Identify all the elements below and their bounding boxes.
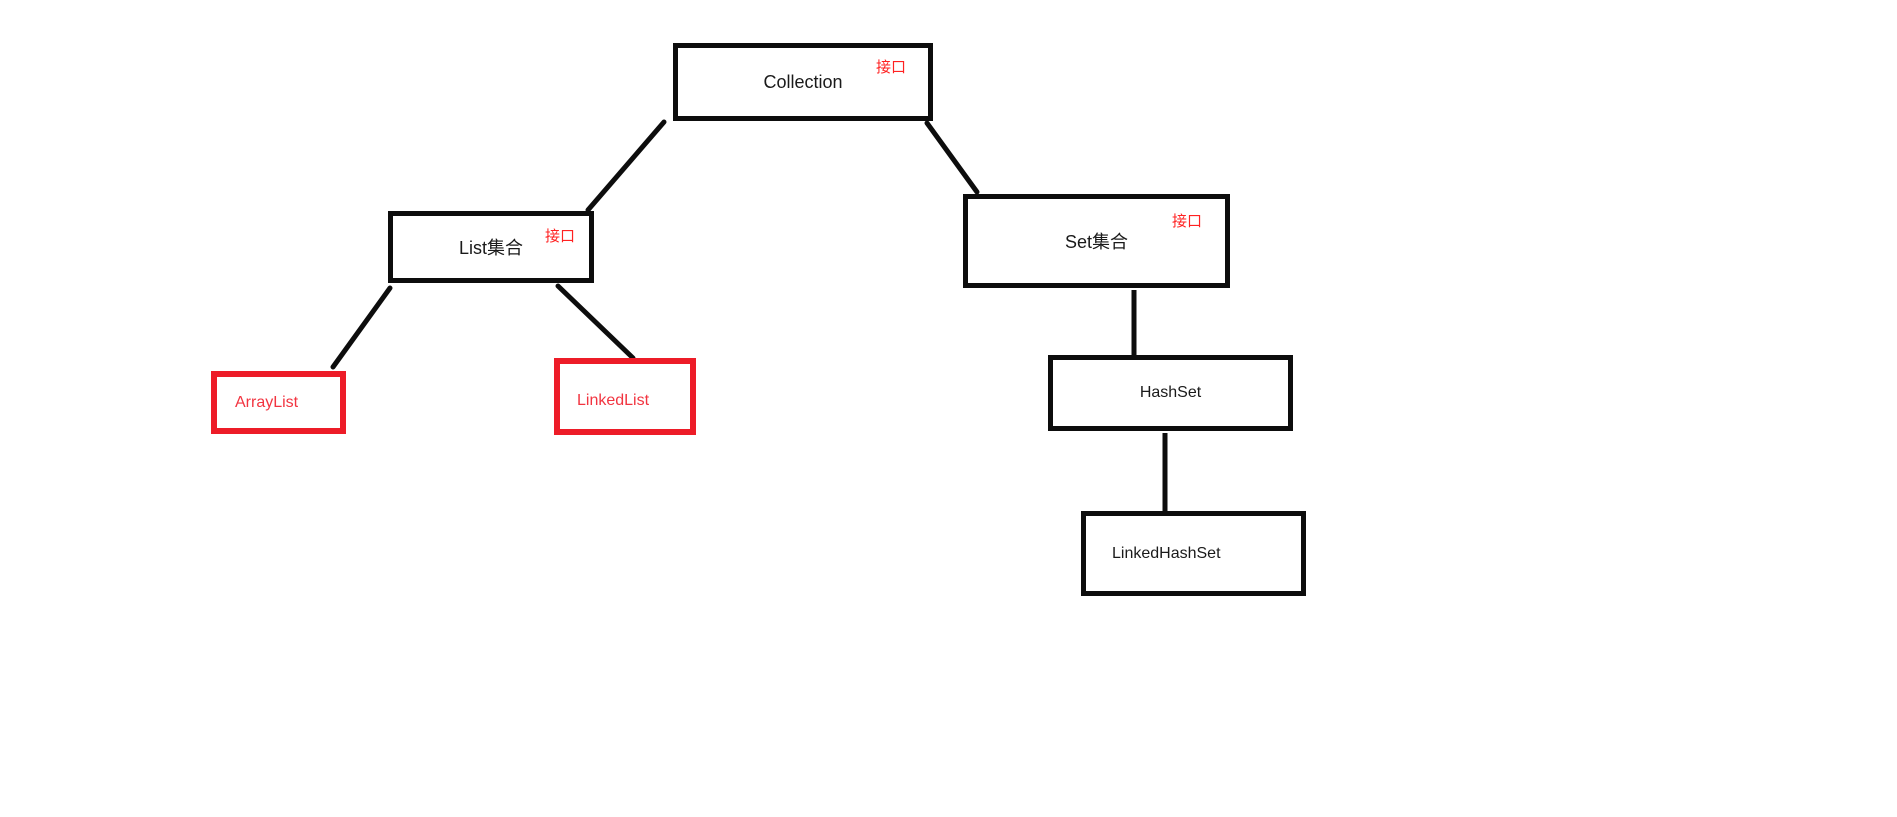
- node-set-collection: 接口 Set集合: [963, 194, 1230, 288]
- node-label: ArrayList: [235, 393, 299, 411]
- node-collection: 接口 Collection: [673, 43, 933, 121]
- edge-collection-set: [924, 120, 980, 195]
- node-label: List集合: [458, 238, 523, 258]
- interface-badge: 接口: [875, 59, 906, 76]
- node-label: LinkedList: [577, 391, 650, 409]
- edge-list-linkedlist: [555, 283, 636, 361]
- node-label: HashSet: [1139, 384, 1202, 401]
- node-hashset: HashSet: [1048, 355, 1293, 431]
- node-linkedlist: LinkedList: [554, 358, 696, 435]
- node-list-collection: 接口 List集合: [388, 211, 594, 283]
- edge-collection-list: [585, 119, 667, 213]
- node-label: Collection: [763, 71, 843, 92]
- node-label: Set集合: [1064, 232, 1129, 252]
- interface-badge: 接口: [1171, 213, 1202, 230]
- interface-badge: 接口: [544, 228, 575, 245]
- node-label: LinkedHashSet: [1112, 544, 1221, 562]
- node-arraylist: ArrayList: [211, 371, 346, 434]
- edge-list-arraylist: [330, 285, 393, 370]
- node-linkedhashset: LinkedHashSet: [1081, 511, 1306, 596]
